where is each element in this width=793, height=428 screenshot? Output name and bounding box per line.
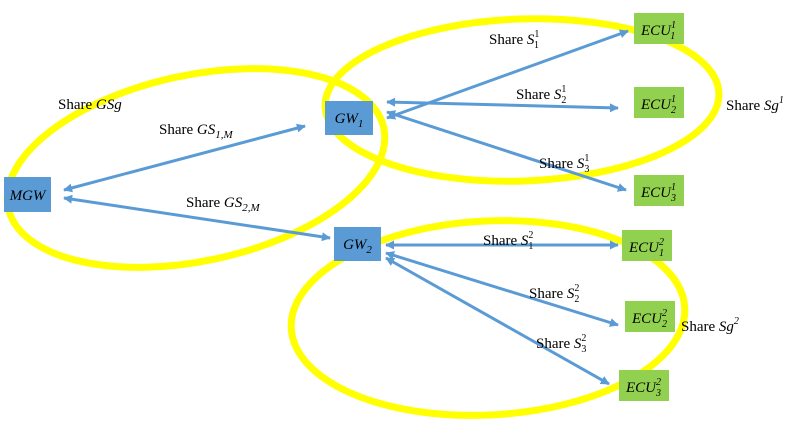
svg-text:GW2: GW2 xyxy=(343,237,372,256)
node-mgw: MGW xyxy=(4,177,51,212)
arrow-gw1-ecu13 xyxy=(386,110,627,192)
label-share-sg1: Share Sg1 xyxy=(726,95,784,114)
arrow-mgw-gw1 xyxy=(63,123,306,193)
node-gw1: GW1 xyxy=(325,101,373,135)
arrow-gw2-ecu23 xyxy=(385,256,610,386)
label-share-gs2m: Share GS2,M xyxy=(186,195,261,214)
svg-text:GW1: GW1 xyxy=(335,111,364,130)
label-share-gsg: Share GSg xyxy=(58,97,122,113)
group-ellipse-sg2 xyxy=(287,217,689,419)
arrow-gw2-ecu22 xyxy=(385,251,619,327)
label-share-gs1m: Share GS1,M xyxy=(159,122,234,141)
node-gw2: GW2 xyxy=(334,227,381,261)
arrow-gw1-ecu12 xyxy=(386,97,619,113)
arrows xyxy=(63,29,629,386)
arrow-mgw-gw2 xyxy=(63,194,331,242)
svg-text:MGW: MGW xyxy=(9,188,47,204)
label-share-sg2: Share Sg2 xyxy=(681,316,739,335)
